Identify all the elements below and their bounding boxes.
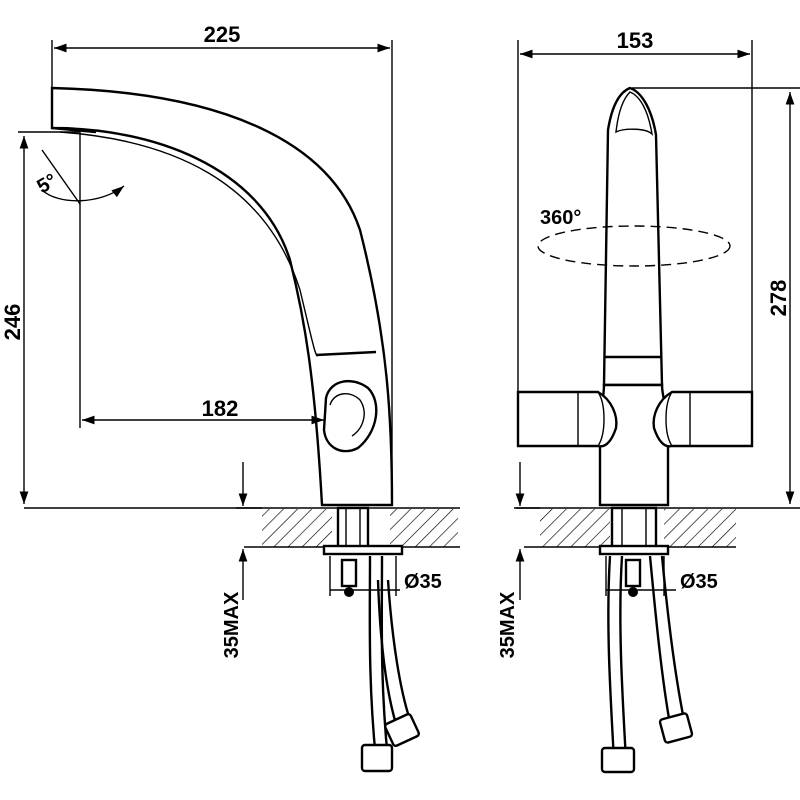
side-height-label: 246 <box>0 304 25 341</box>
side-hose-2b <box>386 579 412 721</box>
side-thickness-label: 35MAX <box>221 591 243 658</box>
side-aerator <box>51 126 97 134</box>
side-view: 225 246 182 5° Ø35 35MAX <box>0 22 460 773</box>
front-right-handle <box>652 390 754 448</box>
front-shank <box>610 506 658 552</box>
side-hose-2 <box>376 579 398 725</box>
front-nut <box>598 544 670 556</box>
front-width-label: 153 <box>617 28 654 53</box>
side-spout-inner-line <box>59 131 319 357</box>
front-countertop-hatch-right <box>664 509 736 547</box>
front-right-handle-curve <box>665 391 673 447</box>
side-shank <box>336 506 370 552</box>
side-clamp-bolt <box>344 587 354 597</box>
side-hose-1 <box>368 555 378 761</box>
front-spout-tip-shade <box>615 91 654 137</box>
front-hole-label: Ø35 <box>680 571 718 593</box>
side-width-label: 225 <box>204 22 241 47</box>
side-countertop-hatch-right <box>390 509 458 547</box>
front-hose-right <box>648 555 672 725</box>
side-angle-ref-line <box>41 149 81 205</box>
front-spout-column <box>602 86 664 387</box>
front-clamp <box>624 558 642 588</box>
front-hose-fitting-right <box>658 712 694 744</box>
side-reach-label: 182 <box>202 396 239 421</box>
front-hose-left <box>607 555 616 761</box>
side-countertop-hatch-left <box>262 509 332 547</box>
front-clamp-bolt <box>628 587 638 597</box>
side-angle-label: 5° <box>33 170 61 199</box>
side-hole-label: Ø35 <box>404 571 442 593</box>
front-left-handle <box>516 390 618 448</box>
front-rotation-ellipse <box>537 225 731 267</box>
front-view: 153 278 360° Ø35 35MAX <box>497 28 800 774</box>
front-rotation-label: 360° <box>540 207 581 229</box>
side-collar-line <box>315 350 377 357</box>
front-height-label: 278 <box>766 280 791 317</box>
side-hose-fitting-2 <box>384 712 420 748</box>
front-left-handle-curve <box>597 391 605 447</box>
side-clamp <box>340 558 358 588</box>
front-hose-left-b <box>619 555 628 761</box>
side-lever-handle-inner <box>329 393 365 437</box>
side-angle-arc <box>41 185 125 202</box>
side-hose-fitting-1 <box>360 743 394 773</box>
side-lever-handle <box>322 379 378 453</box>
side-nut <box>322 544 404 556</box>
front-countertop-hatch-left <box>540 509 610 547</box>
front-thickness-label: 35MAX <box>497 591 519 658</box>
front-hose-fitting-left <box>600 746 636 774</box>
